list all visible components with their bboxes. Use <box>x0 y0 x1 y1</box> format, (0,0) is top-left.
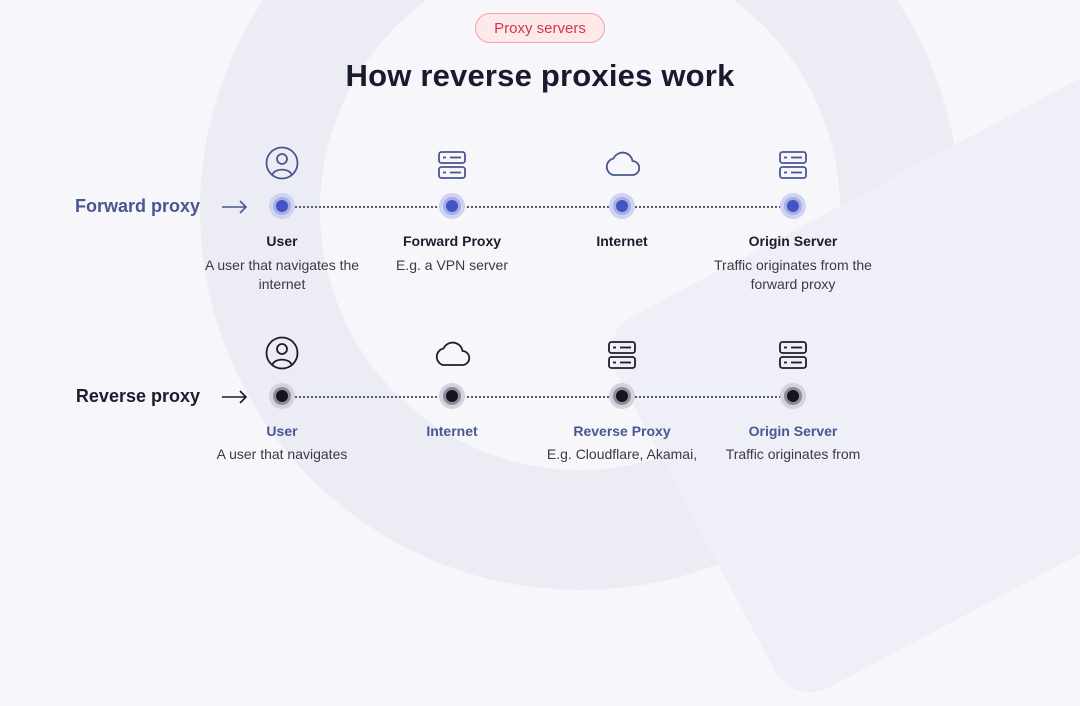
node-name: Internet <box>596 233 648 249</box>
server-icon <box>608 341 636 369</box>
cloud-icon <box>605 151 641 176</box>
forward-node-dot <box>439 193 465 219</box>
background-shape <box>596 53 1080 706</box>
server-icon <box>779 151 807 179</box>
user-icon <box>265 146 299 180</box>
forward-node-dot <box>269 193 295 219</box>
forward-connector-line <box>282 206 793 208</box>
reverse-node-dot <box>269 383 295 409</box>
node-name: User <box>266 233 298 249</box>
reverse-proxy-label: Reverse proxy <box>75 386 200 406</box>
forward-node-dot <box>780 193 806 219</box>
node-name: Origin Server <box>748 423 838 439</box>
node-name: Origin Server <box>748 233 838 249</box>
arrow-right-icon <box>222 200 248 214</box>
node-name: Reverse Proxy <box>573 423 671 439</box>
page-title: How reverse proxies work <box>345 58 735 93</box>
forward-node-dot <box>609 193 635 219</box>
cloud-icon <box>435 341 471 366</box>
reverse-node-dot <box>439 383 465 409</box>
category-tag: Proxy servers <box>475 13 605 43</box>
node-name: Internet <box>426 423 478 439</box>
node-description: A user that navigates <box>216 446 348 462</box>
node-description: Traffic originates from the forward prox… <box>714 257 872 292</box>
reverse-connector-line <box>282 396 793 398</box>
node-description: Traffic originates from <box>725 446 861 462</box>
node-name: Forward Proxy <box>402 233 502 249</box>
node-name: User <box>266 423 298 439</box>
reverse-node-dot <box>780 383 806 409</box>
node-description: E.g. a VPN server <box>395 257 509 273</box>
reverse-node-dot <box>609 383 635 409</box>
server-icon <box>438 151 466 179</box>
server-icon <box>779 341 807 369</box>
arrow-right-icon <box>222 390 248 404</box>
user-icon <box>265 336 299 370</box>
forward-proxy-label: Forward proxy <box>74 196 200 216</box>
node-description: E.g. Cloudflare, Akamai, <box>546 446 698 462</box>
node-description: A user that navigates the internet <box>204 257 360 292</box>
